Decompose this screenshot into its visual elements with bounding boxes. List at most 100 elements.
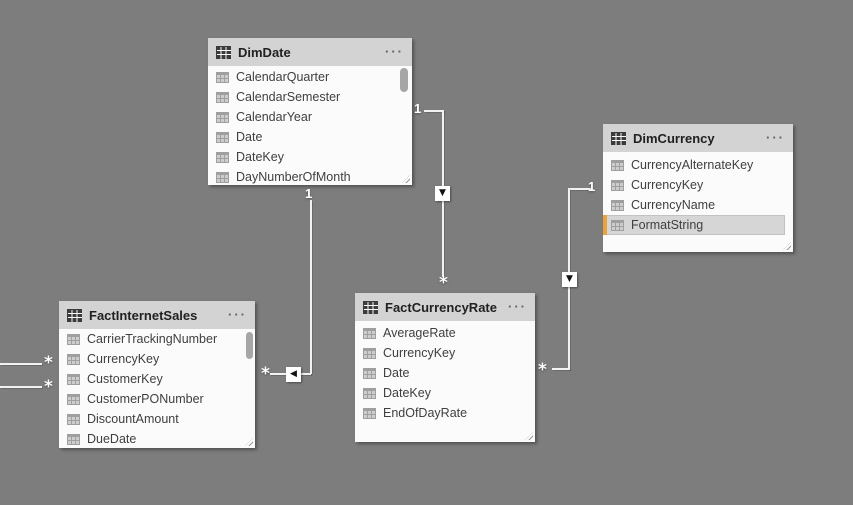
column-icon (216, 131, 229, 143)
relationship-line[interactable] (0, 363, 42, 365)
table-header[interactable]: DimCurrency ··· (603, 124, 793, 152)
cardinality-one-label: 1 (414, 101, 422, 116)
column-icon (611, 159, 624, 171)
more-options-icon[interactable]: ··· (508, 299, 527, 314)
field-row[interactable]: FormatString (603, 215, 785, 235)
table-icon (363, 300, 378, 314)
column-icon (67, 353, 80, 365)
field-row[interactable]: CustomerKey (59, 369, 255, 389)
cardinality-many-label: * (261, 364, 270, 384)
field-row[interactable]: DateKey (355, 383, 535, 403)
column-icon (216, 91, 229, 103)
field-name: CarrierTrackingNumber (87, 332, 218, 346)
column-icon (611, 179, 624, 191)
field-name: DueDate (87, 432, 137, 446)
relationship-line[interactable] (0, 386, 42, 388)
field-row[interactable]: AverageRate (355, 323, 535, 343)
field-row[interactable]: CurrencyKey (603, 175, 793, 195)
cross-filter-arrow-icon[interactable]: ◀ (286, 367, 301, 382)
table-header[interactable]: FactCurrencyRate ··· (355, 293, 535, 321)
field-row[interactable]: CurrencyKey (59, 349, 255, 369)
column-icon (67, 393, 80, 405)
cardinality-many-label: * (538, 360, 547, 380)
column-icon (611, 199, 624, 211)
field-row[interactable]: CalendarYear (208, 107, 412, 127)
field-row[interactable]: DayNumberOfMonth (208, 167, 412, 186)
column-icon (363, 347, 376, 359)
field-row[interactable]: CalendarQuarter (208, 67, 412, 87)
table-card-factinternetsales[interactable]: FactInternetSales ··· CarrierTrackingNum… (59, 301, 255, 448)
cardinality-one-label: 1 (588, 179, 596, 194)
field-name: CalendarQuarter (236, 70, 330, 84)
cardinality-many-label: * (44, 377, 53, 397)
relationship-line[interactable] (552, 368, 570, 370)
relationship-line[interactable] (310, 200, 312, 374)
resize-handle-icon[interactable] (402, 175, 410, 183)
column-icon (216, 151, 229, 163)
more-options-icon[interactable]: ··· (385, 44, 404, 59)
table-header[interactable]: DimDate ··· (208, 38, 412, 66)
field-row[interactable]: CalendarSemester (208, 87, 412, 107)
table-title: FactInternetSales (89, 307, 198, 323)
field-row[interactable]: Date (355, 363, 535, 383)
column-icon (611, 219, 624, 231)
resize-handle-icon[interactable] (783, 242, 791, 250)
field-name: DateKey (236, 150, 284, 164)
table-icon (67, 308, 82, 322)
table-title: DimDate (238, 44, 291, 60)
more-options-icon[interactable]: ··· (228, 307, 247, 322)
column-icon (363, 327, 376, 339)
field-name: EndOfDayRate (383, 406, 468, 420)
field-row[interactable]: CarrierTrackingNumber (59, 329, 255, 349)
cross-filter-arrow-icon[interactable]: ▼ (435, 186, 450, 201)
cardinality-one-label: 1 (305, 186, 313, 201)
column-icon (363, 387, 376, 399)
field-row[interactable]: EndOfDayRate (355, 403, 535, 423)
field-row[interactable]: Date (208, 127, 412, 147)
relationship-line[interactable] (570, 188, 591, 190)
cardinality-many-label: * (439, 273, 448, 293)
field-name: CurrencyKey (87, 352, 160, 366)
resize-handle-icon[interactable] (245, 438, 253, 446)
field-name: CalendarYear (236, 110, 312, 124)
field-row[interactable]: CustomerPONumber (59, 389, 255, 409)
table-title: FactCurrencyRate (385, 299, 497, 315)
field-row[interactable]: CurrencyKey (355, 343, 535, 363)
field-name: Date (383, 366, 410, 380)
column-icon (67, 373, 80, 385)
field-name: CurrencyKey (383, 346, 456, 360)
field-name: DiscountAmount (87, 412, 179, 426)
field-name: DateKey (383, 386, 431, 400)
field-row[interactable]: DateKey (208, 147, 412, 167)
field-name: CalendarSemester (236, 90, 341, 104)
field-name: CurrencyKey (631, 178, 704, 192)
cross-filter-arrow-icon[interactable]: ▼ (562, 272, 577, 287)
field-row[interactable]: DueDate (59, 429, 255, 448)
relationship-line[interactable] (424, 110, 444, 112)
field-name: AverageRate (383, 326, 456, 340)
field-row[interactable]: CurrencyName (603, 195, 793, 215)
field-name: Date (236, 130, 263, 144)
resize-handle-icon[interactable] (525, 432, 533, 440)
table-icon (216, 45, 231, 59)
field-name: CurrencyName (631, 198, 716, 212)
field-name: CustomerKey (87, 372, 163, 386)
scrollbar-thumb[interactable] (400, 68, 408, 92)
cardinality-many-label: * (44, 353, 53, 373)
field-name: CustomerPONumber (87, 392, 204, 406)
field-row[interactable]: CurrencyAlternateKey (603, 155, 793, 175)
column-icon (216, 111, 229, 123)
column-icon (67, 433, 80, 445)
field-row[interactable]: DiscountAmount (59, 409, 255, 429)
scrollbar-thumb[interactable] (246, 332, 253, 359)
field-name: CurrencyAlternateKey (631, 158, 754, 172)
table-icon (611, 131, 626, 145)
more-options-icon[interactable]: ··· (766, 130, 785, 145)
table-header[interactable]: FactInternetSales ··· (59, 301, 255, 329)
